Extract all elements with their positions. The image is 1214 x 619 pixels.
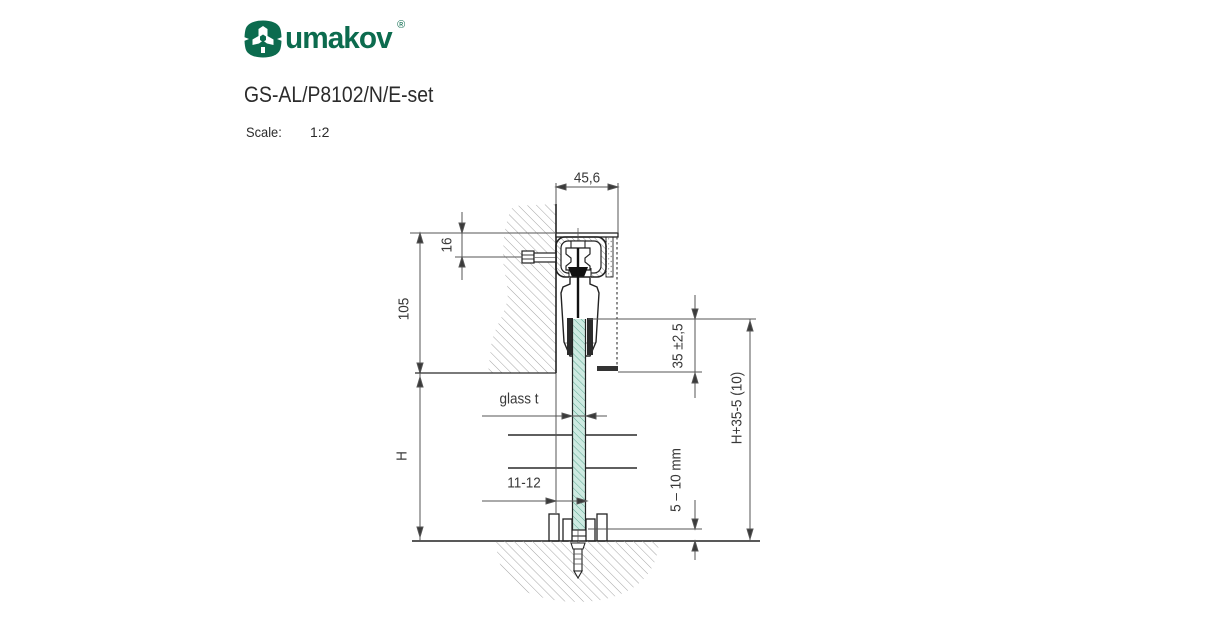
dim-glass-thickness-label: glass t	[499, 390, 539, 408]
glass-clamp	[560, 248, 600, 357]
dim-total-height-label: H+35-5 (10)	[728, 371, 746, 445]
scale-label: Scale:	[246, 124, 282, 140]
floor-screw	[570, 542, 586, 580]
dim-door-height-label: H	[393, 451, 411, 461]
dim-screw-offset-label: 16	[438, 237, 456, 253]
brand-name: umakov	[285, 20, 393, 55]
dimension-lines	[410, 183, 756, 560]
umakov-logo-icon	[244, 20, 282, 58]
wall-screw	[521, 250, 557, 264]
dim-track-width-label: 45,6	[573, 169, 601, 187]
brand-logo: umakov ®	[244, 20, 405, 60]
dim-wall-to-glass-label: 11-12	[507, 474, 541, 492]
glass-panel	[571, 319, 587, 531]
cover-profile-foot	[597, 366, 618, 371]
dim-glass-insert-label: 35 ±2,5	[669, 323, 687, 369]
wall-section	[488, 204, 557, 373]
registered-mark: ®	[397, 19, 406, 31]
scale-value: 1:2	[310, 124, 330, 140]
page-title: GS-AL/P8102/N/E-set	[244, 82, 434, 107]
dim-track-height-label: 105	[395, 297, 413, 321]
dim-floor-gap-label: 5 – 10 mm	[667, 448, 685, 512]
floor-section	[412, 540, 760, 602]
